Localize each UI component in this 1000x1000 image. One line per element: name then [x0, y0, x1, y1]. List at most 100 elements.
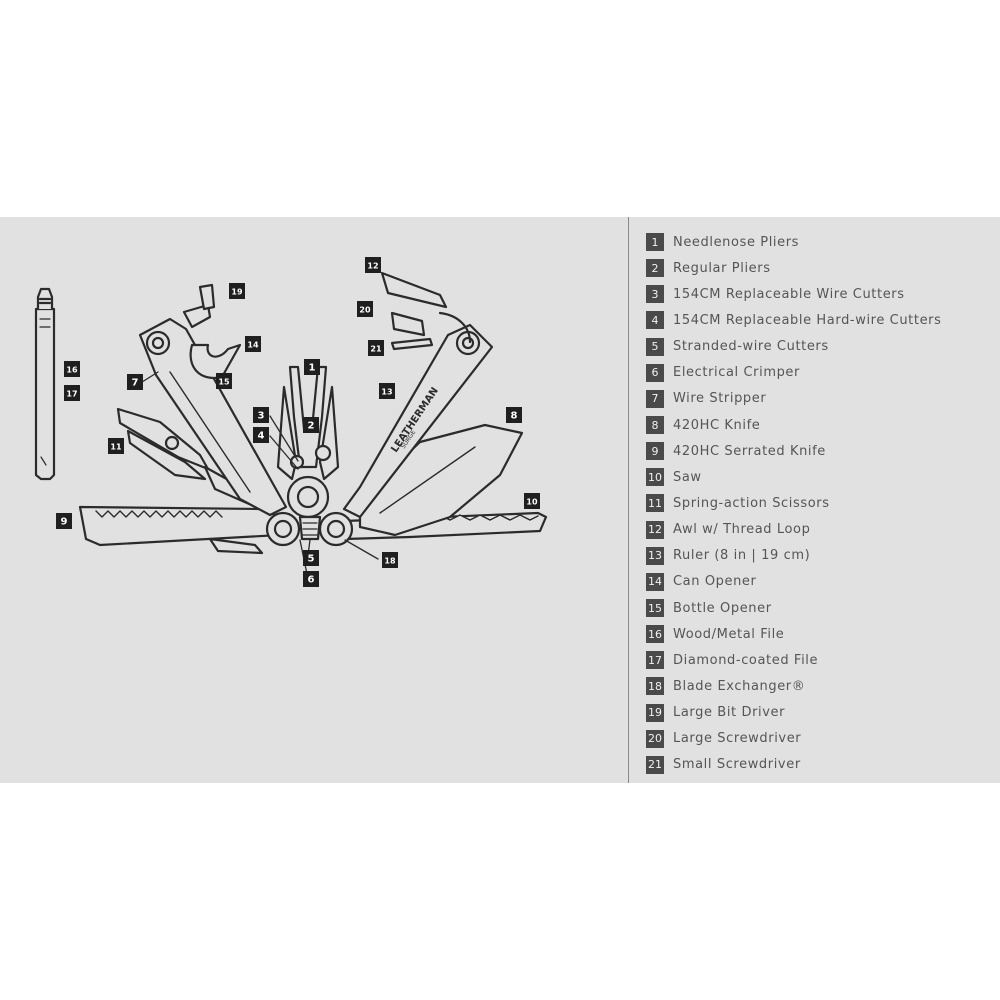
legend-label: Small Screwdriver: [673, 757, 801, 773]
legend-item-5: 5 Stranded-wire Cutters: [646, 334, 996, 360]
legend-label: 420HC Knife: [673, 417, 761, 433]
legend-item-19: 19 Large Bit Driver: [646, 700, 996, 726]
callout-21: 21: [368, 340, 384, 356]
legend-item-8: 8 420HC Knife: [646, 412, 996, 438]
callout-number: 12: [367, 262, 378, 271]
callout-10: 10: [524, 493, 540, 509]
legend-label: Large Screwdriver: [673, 731, 802, 747]
legend-label: Spring-action Scissors: [673, 495, 830, 511]
callout-number: 17: [66, 390, 77, 399]
legend-number-badge: 16: [646, 625, 664, 644]
legend-number-badge: 1: [646, 233, 664, 252]
scissors: [116, 407, 258, 509]
legend-number-badge: 9: [646, 442, 664, 461]
callout-number: 16: [66, 366, 78, 375]
callout-13: 13: [379, 383, 395, 399]
legend-label: Bottle Opener: [673, 600, 772, 616]
legend-label: Awl w/ Thread Loop: [673, 522, 811, 538]
callout-15: 15: [216, 373, 232, 389]
serrated-knife: [78, 505, 282, 555]
legend-number-badge: 5: [646, 337, 664, 356]
pivot-joints: [265, 511, 354, 547]
callout-number: 7: [132, 378, 139, 389]
legend-label: Regular Pliers: [673, 260, 771, 276]
legend-number-badge: 21: [646, 755, 664, 774]
callout-number: 3: [258, 411, 265, 422]
legend-number-badge: 18: [646, 677, 664, 696]
callout-5: 5: [303, 550, 319, 566]
legend-label: Stranded-wire Cutters: [673, 339, 829, 355]
callout-number: 5: [308, 554, 315, 565]
legend-number-badge: 8: [646, 416, 664, 435]
right-handle: [342, 271, 494, 519]
callout-number: 9: [61, 517, 68, 528]
legend-item-11: 11 Spring-action Scissors: [646, 490, 996, 516]
legend-item-2: 2 Regular Pliers: [646, 255, 996, 281]
callout-number: 21: [370, 345, 382, 354]
callout-number: 8: [511, 411, 518, 422]
panel-divider: [628, 217, 629, 783]
callout-14: 14: [245, 336, 261, 352]
file-tool: [34, 287, 56, 481]
callout-6: 6: [303, 571, 319, 587]
callout-20: 20: [357, 301, 373, 317]
legend-number-badge: 10: [646, 468, 664, 487]
callout-number: 1: [309, 363, 316, 374]
legend-number-badge: 7: [646, 389, 664, 408]
callout-8: 8: [506, 407, 522, 423]
legend-item-12: 12 Awl w/ Thread Loop: [646, 517, 996, 543]
legend-number-badge: 15: [646, 599, 664, 618]
callout-7: 7: [127, 374, 143, 390]
legend-label: Large Bit Driver: [673, 705, 786, 721]
callout-number: 19: [231, 288, 243, 297]
callout-number: 4: [258, 431, 265, 442]
callout-number: 18: [384, 557, 396, 566]
legend-label: Can Opener: [673, 574, 757, 590]
callout-number: 2: [308, 421, 315, 432]
left-handle: [138, 283, 288, 517]
callout-number: 14: [247, 341, 259, 350]
legend-label: 154CM Replaceable Hard-wire Cutters: [673, 312, 942, 328]
legend-item-9: 9 420HC Serrated Knife: [646, 438, 996, 464]
callout-12: 12: [365, 257, 381, 273]
legend-item-1: 1 Needlenose Pliers: [646, 229, 996, 255]
callout-17: 17: [64, 385, 80, 401]
legend-item-7: 7 Wire Stripper: [646, 386, 996, 412]
callout-4: 4: [253, 427, 269, 443]
callout-number: 6: [308, 575, 315, 586]
legend-number-badge: 13: [646, 546, 664, 565]
callout-11: 11: [108, 438, 124, 454]
legend-label: Wire Stripper: [673, 391, 767, 407]
legend-number-badge: 2: [646, 259, 664, 278]
legend-label: Needlenose Pliers: [673, 234, 800, 250]
legend-number-badge: 4: [646, 311, 664, 330]
knife-blade: [358, 423, 524, 537]
legend-item-15: 15 Bottle Opener: [646, 595, 996, 621]
callout-number: 15: [218, 378, 230, 387]
legend-label: Diamond-coated File: [673, 652, 819, 668]
legend-number-badge: 12: [646, 520, 664, 539]
callout-3: 3: [253, 407, 269, 423]
callout-number: 11: [110, 443, 122, 452]
legend-label: Ruler (8 in | 19 cm): [673, 548, 811, 564]
callout-16: 16: [64, 361, 80, 377]
legend-label: 420HC Serrated Knife: [673, 443, 826, 459]
legend-number-badge: 11: [646, 494, 664, 513]
callout-18: 18: [382, 552, 398, 568]
legend-number-badge: 3: [646, 285, 664, 304]
legend-number-badge: 19: [646, 703, 664, 722]
legend-item-13: 13 Ruler (8 in | 19 cm): [646, 543, 996, 569]
legend-label: Wood/Metal File: [673, 626, 785, 642]
callout-19: 19: [229, 283, 245, 299]
